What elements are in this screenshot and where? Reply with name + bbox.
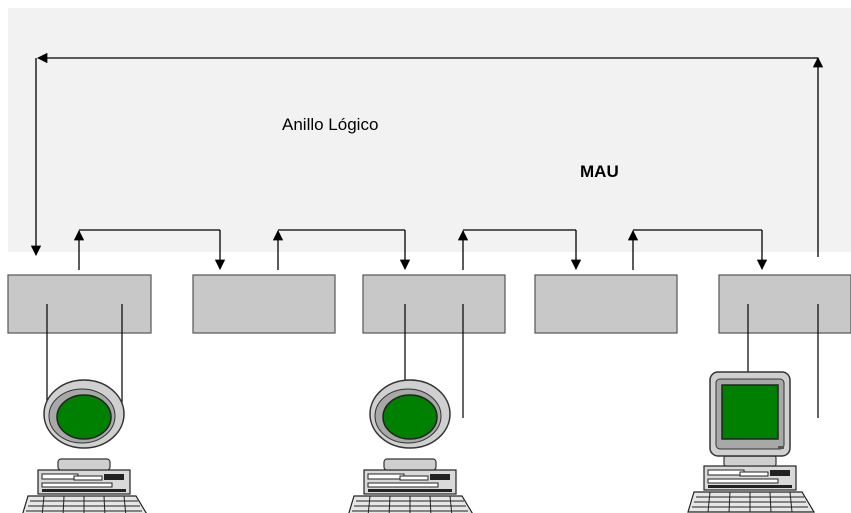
computer-3 — [347, 379, 475, 513]
port-box-4 — [534, 274, 678, 334]
logical-ring-outer — [30, 52, 824, 257]
ring-links — [73, 229, 768, 271]
drop-cables — [46, 304, 819, 420]
port-box-1 — [7, 274, 152, 334]
logical-ring-label: Anillo Lógico — [282, 115, 378, 134]
port-box-5 — [718, 274, 851, 334]
computer-5 — [687, 371, 815, 513]
port-box-3 — [362, 274, 506, 334]
mau-label: MAU — [580, 162, 619, 181]
computer-1 — [21, 379, 149, 513]
port-box-2 — [192, 274, 336, 334]
mau-area — [8, 8, 851, 252]
port-boxes — [7, 274, 851, 334]
